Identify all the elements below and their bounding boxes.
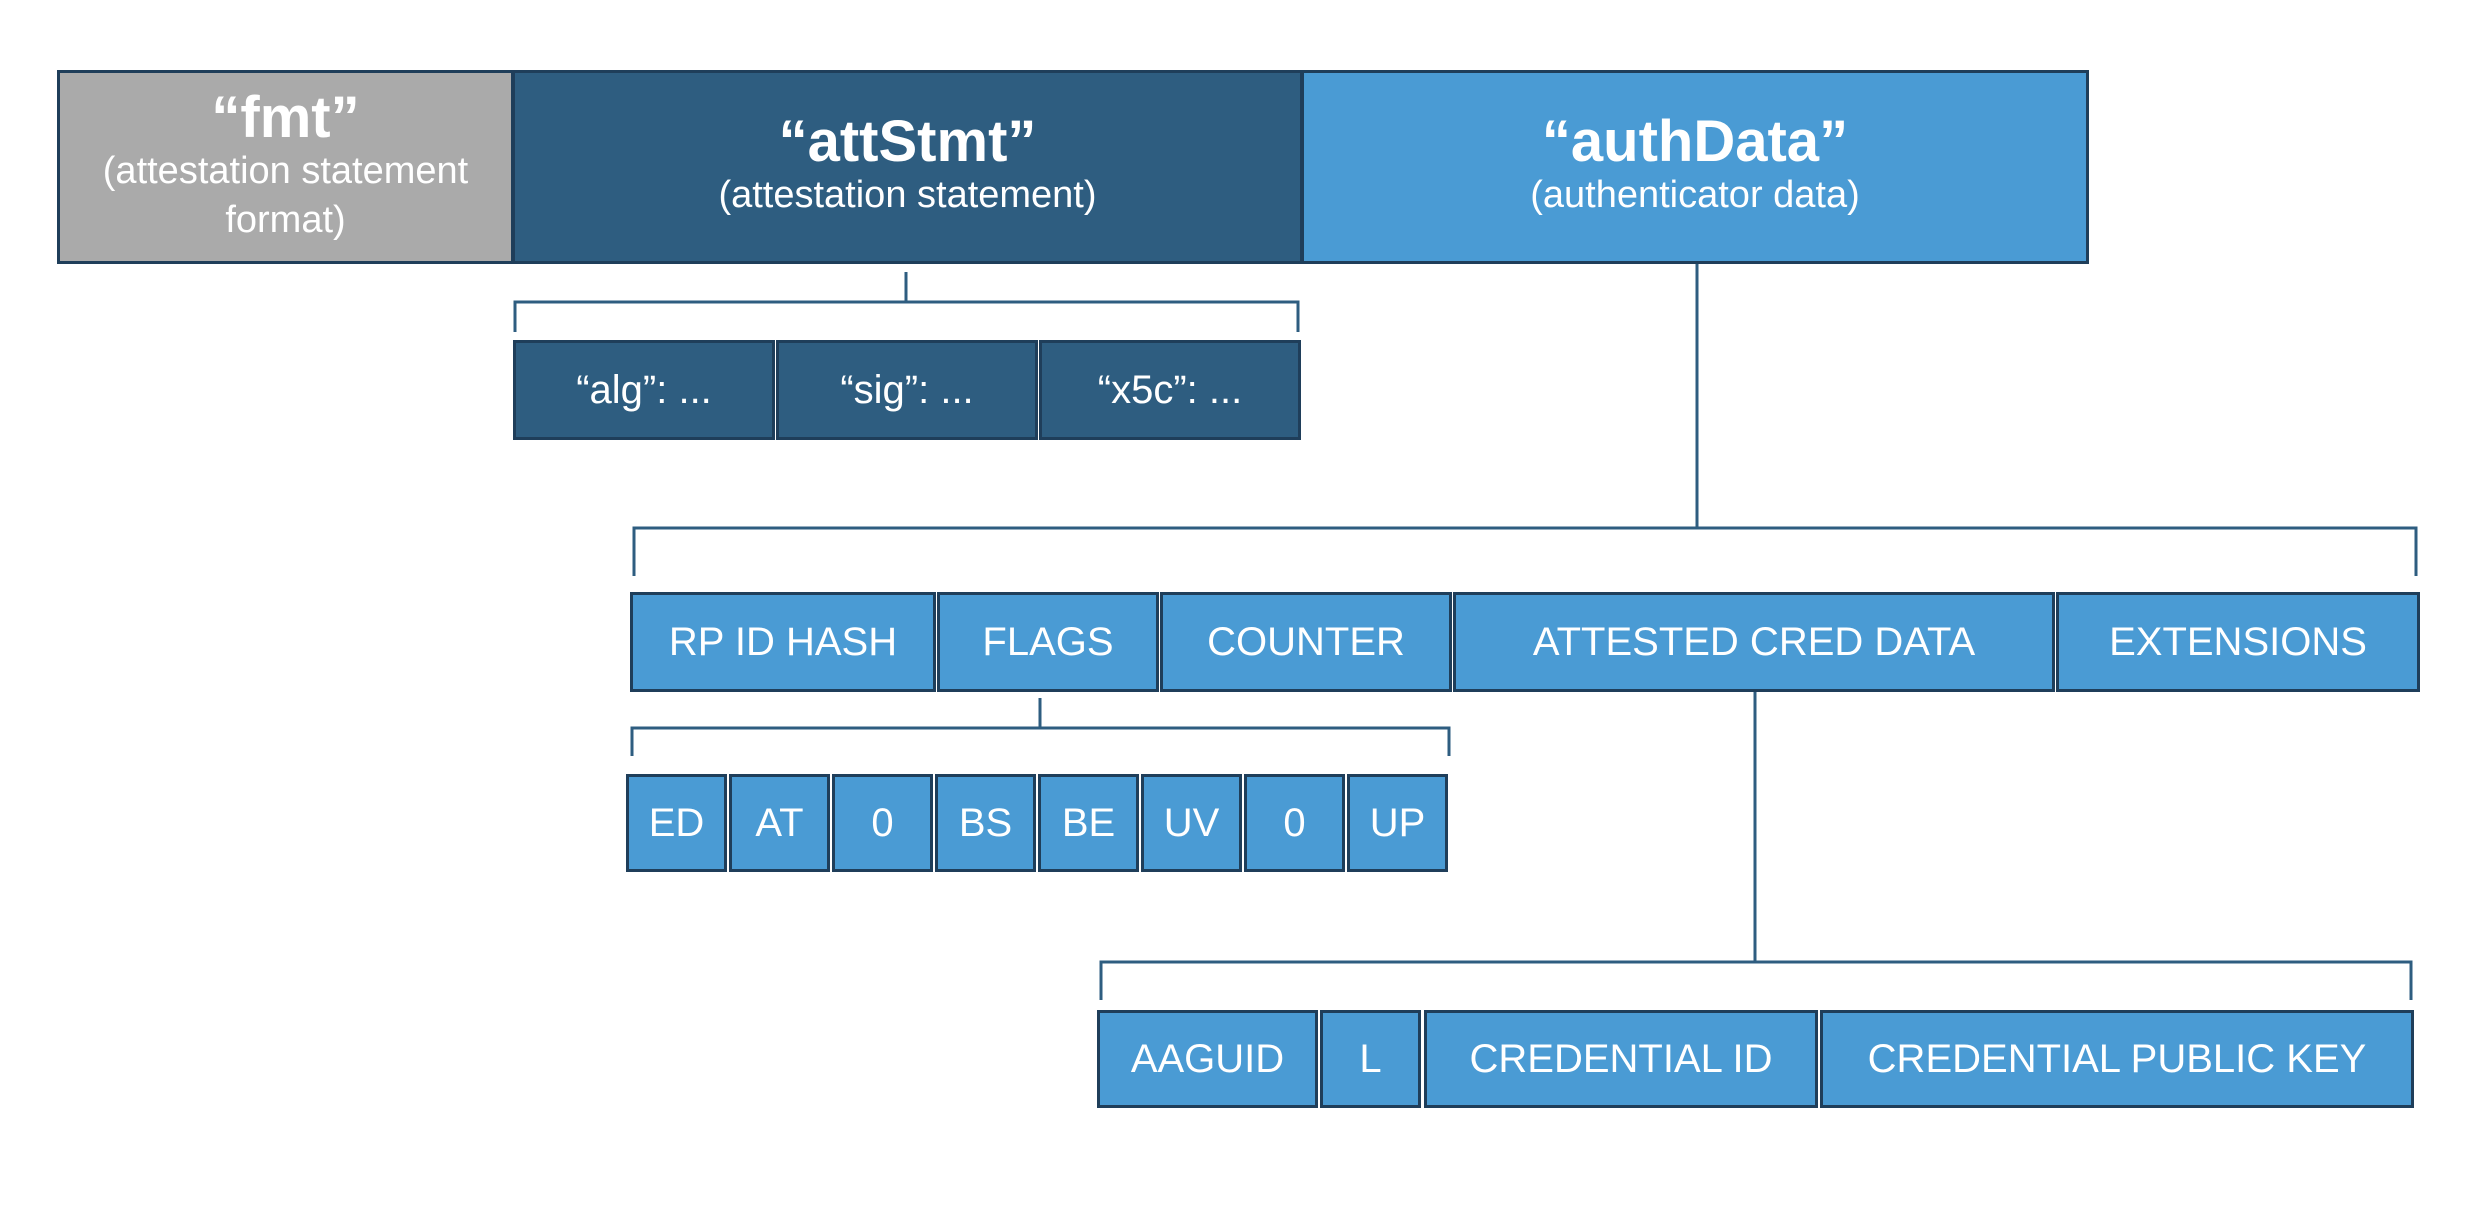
attested-cred-field-label: L — [1359, 1036, 1382, 1081]
attested-cred-field-l: L — [1320, 1010, 1421, 1108]
flag-bit-label: 0 — [871, 800, 894, 845]
flag-bit-bs: BS — [935, 774, 1036, 872]
flags-bracket — [630, 726, 1451, 756]
authdata-field-label: COUNTER — [1207, 619, 1405, 664]
authdata-field-label: RP ID HASH — [668, 619, 898, 664]
flag-bit-label: BE — [1061, 800, 1116, 845]
authdata-field-attested-cred-data: ATTESTED CRED DATA — [1453, 592, 2055, 692]
authdata-field-label: ATTESTED CRED DATA — [1532, 619, 1976, 664]
attested-cred-field-credential-public-key: CREDENTIAL PUBLIC KEY — [1820, 1010, 2414, 1108]
fmt-box: “fmt” (attestation statement format) — [57, 70, 514, 264]
flag-bit-reserved-2: 0 — [1244, 774, 1345, 872]
attested-cred-field-aaguid: AAGUID — [1097, 1010, 1318, 1108]
flag-bit-up: UP — [1347, 774, 1448, 872]
authdata-field-counter: COUNTER — [1160, 592, 1452, 692]
attstmt-subtitle: (attestation statement) — [718, 174, 1097, 217]
attstmt-bracket — [513, 300, 1300, 332]
authdata-field-label: FLAGS — [982, 619, 1114, 664]
flag-bit-label: ED — [648, 800, 705, 845]
attested-cred-field-label: CREDENTIAL ID — [1469, 1036, 1773, 1081]
fmt-subtitle: (attestation statement format) — [102, 149, 469, 241]
authdata-field-extensions: EXTENSIONS — [2056, 592, 2420, 692]
attstmt-field-label: “x5c”: ... — [1097, 367, 1243, 412]
flag-bit-label: BS — [958, 800, 1013, 845]
fmt-title: “fmt” — [211, 84, 360, 150]
attested-cred-field-credential-id: CREDENTIAL ID — [1424, 1010, 1818, 1108]
authdata-box: “authData” (authenticator data) — [1301, 70, 2089, 264]
attested-cred-bracket — [1099, 960, 2413, 1000]
attstmt-field-label: “alg”: ... — [576, 367, 712, 412]
attstmt-field-alg: “alg”: ... — [513, 340, 775, 440]
flag-bit-label: UP — [1369, 800, 1426, 845]
flag-bit-label: UV — [1163, 800, 1220, 845]
authdata-field-label: EXTENSIONS — [2109, 619, 2367, 664]
attstmt-box: “attStmt” (attestation statement) — [512, 70, 1303, 264]
authdata-field-flags: FLAGS — [937, 592, 1159, 692]
attstmt-field-label: “sig”: ... — [840, 367, 974, 412]
flag-bit-label: AT — [755, 800, 804, 845]
flag-bit-reserved-1: 0 — [832, 774, 933, 872]
flag-bit-uv: UV — [1141, 774, 1242, 872]
flag-bit-ed: ED — [626, 774, 727, 872]
attstmt-field-sig: “sig”: ... — [776, 340, 1038, 440]
flag-bit-at: AT — [729, 774, 830, 872]
authdata-subtitle: (authenticator data) — [1530, 174, 1860, 217]
authdata-field-rp-id-hash: RP ID HASH — [630, 592, 936, 692]
flag-bit-label: 0 — [1283, 800, 1306, 845]
flag-bit-be: BE — [1038, 774, 1139, 872]
authdata-bracket — [632, 526, 2418, 576]
authdata-title: “authData” — [1541, 109, 1849, 175]
attstmt-field-x5c: “x5c”: ... — [1039, 340, 1301, 440]
attested-cred-field-label: CREDENTIAL PUBLIC KEY — [1867, 1036, 2367, 1081]
attested-cred-field-label: AAGUID — [1130, 1036, 1285, 1081]
attstmt-title: “attStmt” — [778, 109, 1037, 175]
